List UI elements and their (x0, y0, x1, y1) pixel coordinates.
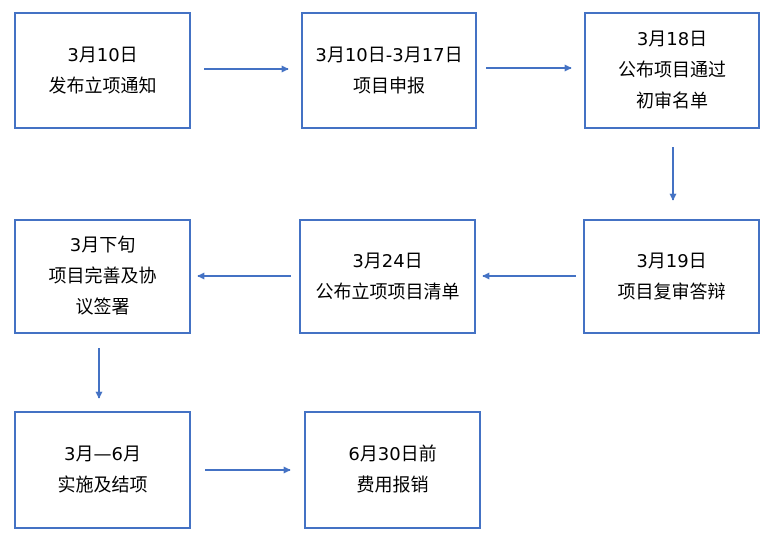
step-1-box: 3月10日 发布立项通知 (14, 12, 191, 129)
step-3-box: 3月18日 公布项目通过 初审名单 (584, 12, 760, 129)
step-6-box: 3月下旬 项目完善及协 议签署 (14, 219, 191, 334)
step-3-date: 3月18日 (636, 29, 708, 50)
step-7-date: 3月—6月 (64, 444, 141, 465)
step-4-box: 3月19日 项目复审答辩 (583, 219, 760, 334)
step-2-date: 3月10日-3月17日 (315, 44, 463, 66)
step-8-date: 6月30日前 (348, 444, 437, 465)
step-7-label: 实施及结项 (57, 475, 148, 496)
step-6-label-line-2: 议签署 (75, 297, 130, 318)
step-1-label: 发布立项通知 (48, 75, 157, 97)
step-1-date: 3月10日 (67, 44, 138, 66)
step-2-box: 3月10日-3月17日 项目申报 (301, 12, 477, 129)
step-5-date: 3月24日 (352, 250, 423, 272)
step-3-label-line-1: 公布项目通过 (618, 60, 726, 81)
step-8-label: 费用报销 (356, 475, 429, 496)
step-4-label: 项目复审答辩 (617, 281, 726, 303)
step-5-label: 公布立项项目清单 (315, 281, 460, 303)
step-7-box: 3月—6月 实施及结项 (14, 411, 191, 529)
step-5-box: 3月24日 公布立项项目清单 (299, 219, 476, 334)
step-4-date: 3月19日 (636, 250, 707, 272)
step-6-label-line-1: 项目完善及协 (48, 266, 157, 287)
step-2-label: 项目申报 (353, 75, 425, 97)
step-6-date: 3月下旬 (69, 235, 136, 256)
step-3-label-line-2: 初审名单 (636, 91, 708, 112)
step-8-box: 6月30日前 费用报销 (304, 411, 481, 529)
